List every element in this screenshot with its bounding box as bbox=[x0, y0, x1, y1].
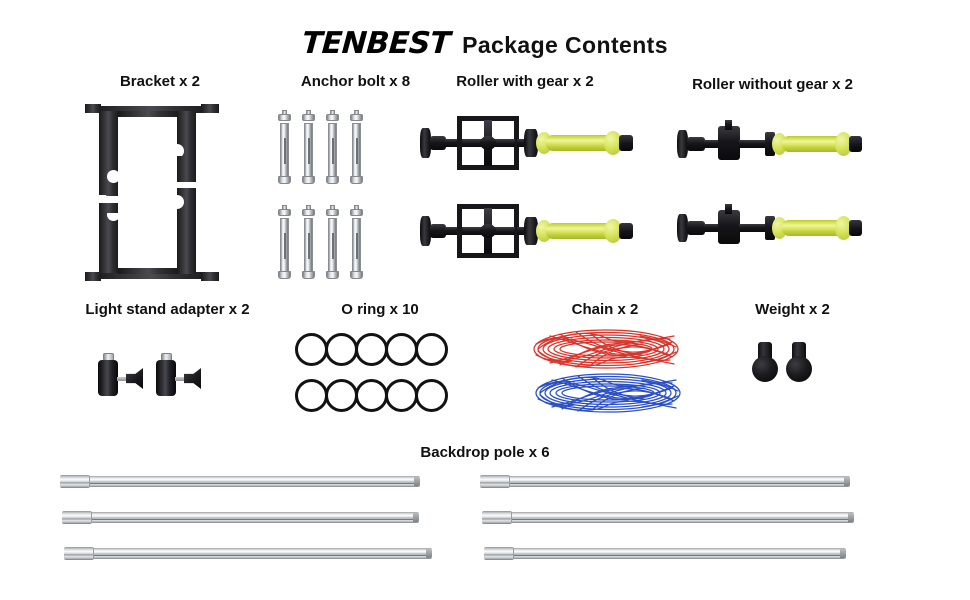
backdrop-pole-item bbox=[484, 547, 846, 560]
backdrop-pole-item bbox=[482, 511, 854, 524]
o-ring-item bbox=[355, 379, 388, 412]
chain-group bbox=[530, 326, 690, 418]
backdrop-pole-item bbox=[60, 475, 420, 488]
o-ring-item bbox=[295, 333, 328, 366]
o-ring-item bbox=[385, 379, 418, 412]
o-ring-item bbox=[325, 379, 358, 412]
roller-with-gear-item bbox=[420, 200, 635, 262]
o-ring-item bbox=[385, 333, 418, 366]
o-ring-item bbox=[325, 333, 358, 366]
label-anchor-bolt: Anchor bolt x 8 bbox=[300, 73, 411, 90]
label-roller-with-gear: Roller with gear x 2 bbox=[456, 73, 594, 90]
o-ring-item bbox=[355, 333, 388, 366]
chain-item-red bbox=[530, 326, 682, 372]
backdrop-pole-item bbox=[64, 547, 432, 560]
anchor-bolt-group bbox=[278, 110, 388, 279]
label-bracket: Bracket x 2 bbox=[119, 73, 201, 90]
backdrop-pole-item bbox=[480, 475, 850, 488]
chain-item-blue bbox=[532, 370, 684, 416]
label-light-stand-adapter: Light stand adapter x 2 bbox=[85, 301, 250, 318]
light-stand-adapter-item bbox=[156, 353, 206, 405]
bracket-group bbox=[85, 100, 220, 285]
o-ring-item bbox=[415, 379, 448, 412]
label-backdrop-pole: Backdrop pole x 6 bbox=[420, 444, 550, 461]
label-roller-without-gear: Roller without gear x 2 bbox=[692, 76, 853, 93]
roller-with-gear-item bbox=[420, 112, 635, 174]
o-ring-group bbox=[295, 333, 470, 418]
page-title: TENBEST Package Contents bbox=[0, 26, 970, 61]
label-o-ring: O ring x 10 bbox=[341, 301, 419, 318]
label-chain: Chain x 2 bbox=[571, 301, 639, 318]
backdrop-pole-item bbox=[62, 511, 419, 524]
o-ring-item bbox=[415, 333, 448, 366]
brand-logo: TENBEST bbox=[300, 26, 452, 61]
roller-without-gear-group bbox=[677, 120, 877, 270]
weight-group bbox=[752, 342, 832, 392]
label-weight: Weight x 2 bbox=[755, 301, 830, 318]
roller-without-gear-item bbox=[677, 120, 877, 170]
page-title-text: Package Contents bbox=[462, 32, 668, 58]
light-stand-adapter-item bbox=[98, 353, 148, 405]
weight-item bbox=[752, 342, 778, 382]
weight-item bbox=[786, 342, 812, 382]
light-stand-adapter-group bbox=[98, 352, 228, 412]
roller-with-gear-group bbox=[420, 112, 635, 272]
backdrop-pole-group bbox=[0, 470, 970, 580]
roller-without-gear-item bbox=[677, 204, 877, 254]
o-ring-item bbox=[295, 379, 328, 412]
